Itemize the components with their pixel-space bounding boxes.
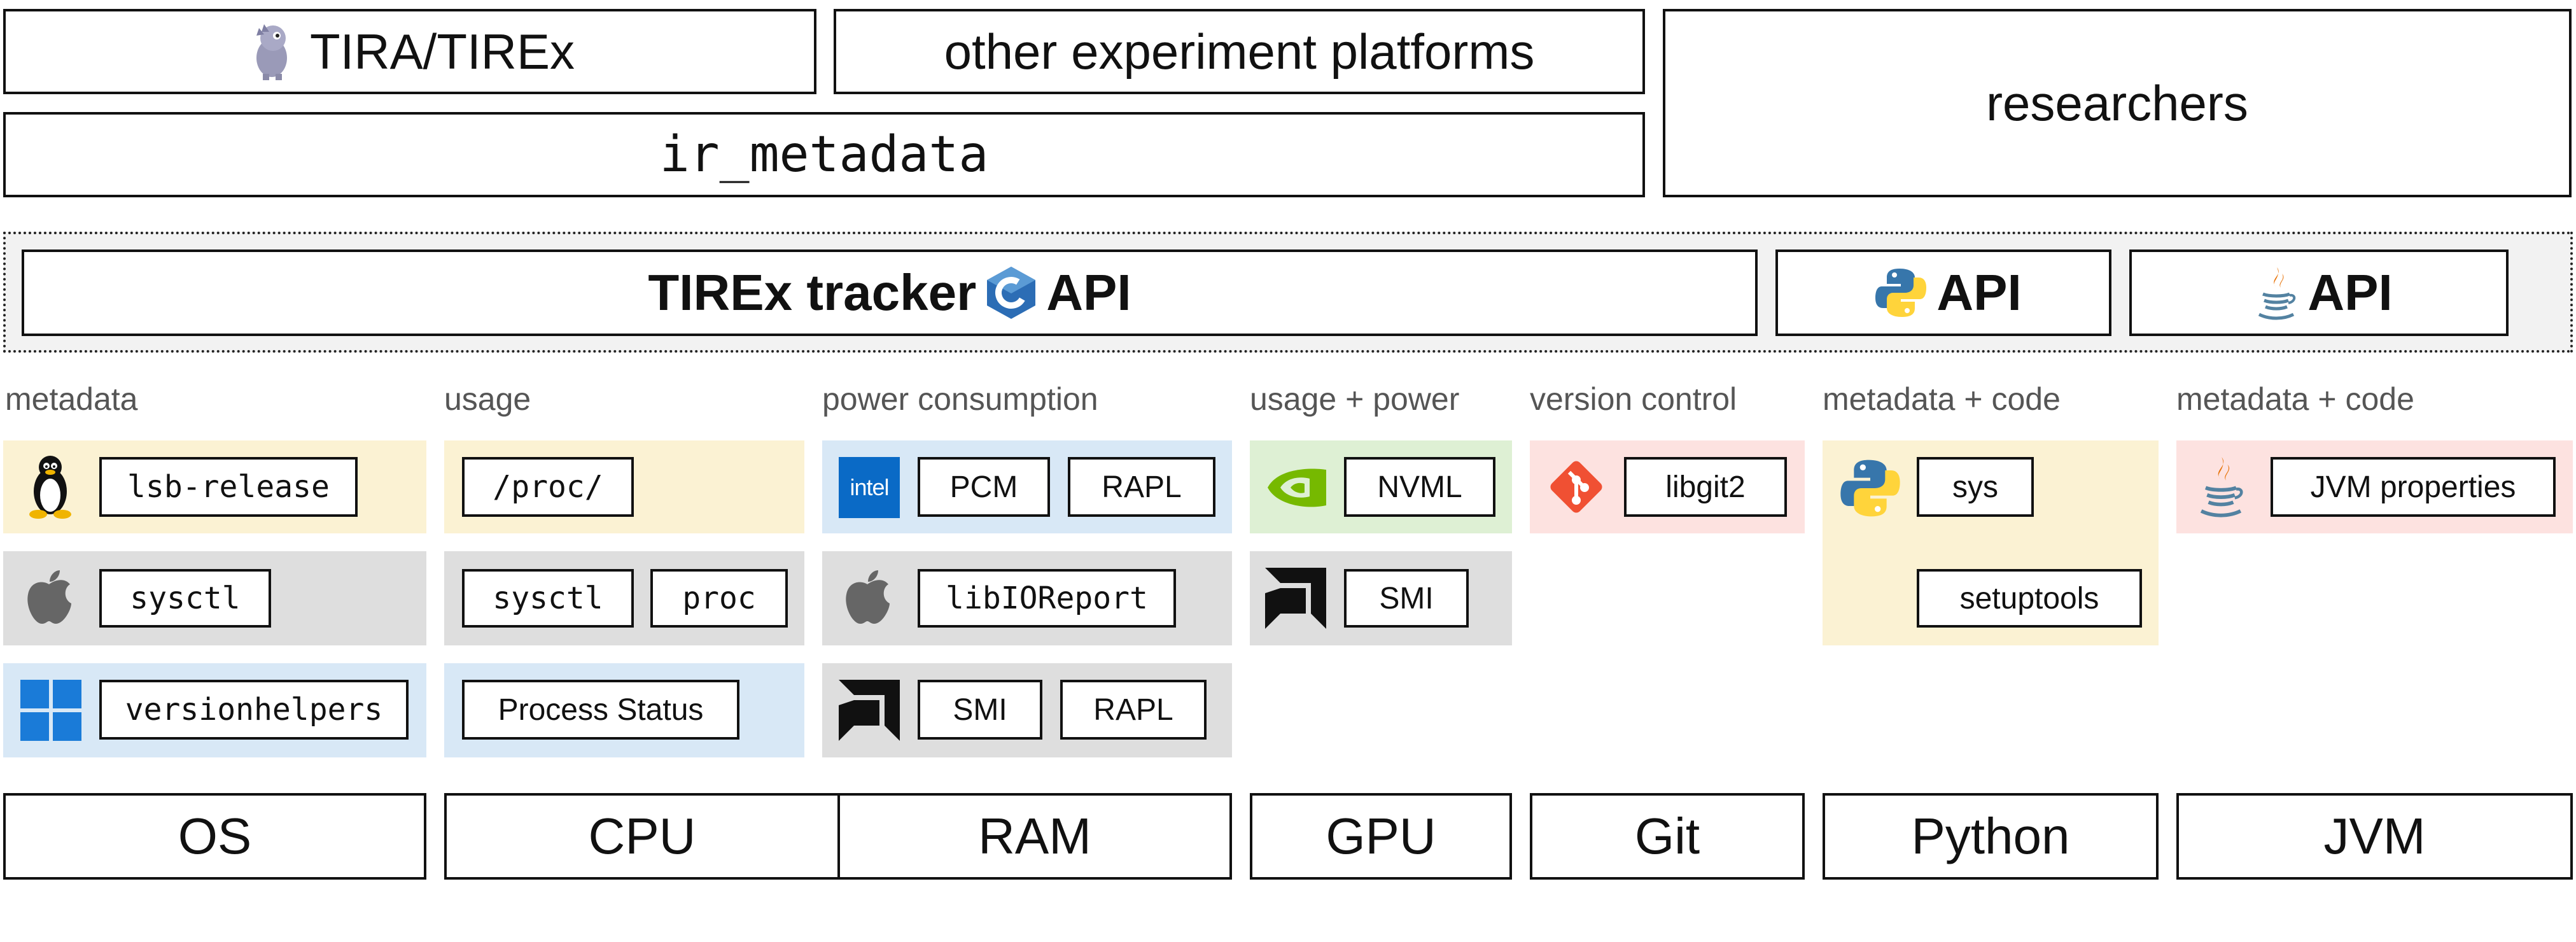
tira-label: TIRA/TIREx (309, 23, 575, 80)
tira-dino-icon (256, 24, 287, 80)
ir-metadata-label: ir_metadata (659, 126, 989, 183)
source-setuptools: setuptools (1917, 569, 2142, 628)
ir-metadata-box: ir_metadata (3, 112, 1645, 197)
source-proc-dir: /proc/ (462, 457, 634, 517)
amd-icon (1265, 568, 1326, 629)
python-api-box: API (1775, 250, 2111, 336)
java-api-box: API (2129, 250, 2509, 336)
source-proc: proc (650, 569, 788, 628)
resource-python: Python (1823, 793, 2159, 880)
c-api-label: API (1046, 264, 1131, 321)
c-language-icon (987, 267, 1036, 319)
tirex-tracker-label: TIREx tracker (648, 264, 977, 321)
resource-os: OS (3, 793, 426, 880)
source-sys: sys (1917, 457, 2034, 517)
resource-git: Git (1530, 793, 1805, 880)
source-smi-amd-gpu: SMI (1344, 569, 1469, 628)
tira-box: TIRA/TIREx (3, 9, 816, 94)
java-api-label: API (2307, 264, 2393, 321)
category-metadata-code-python: metadata + code (1823, 381, 2061, 417)
researchers-label: researchers (1986, 74, 2248, 131)
intel-logo-icon: intel (839, 457, 900, 518)
researchers-box: researchers (1663, 9, 2572, 197)
category-power-consumption: power consumption (822, 381, 1098, 417)
source-libioreport: libIOReport (918, 569, 1176, 628)
source-sysctl-os: sysctl (99, 569, 271, 628)
python-icon (1840, 460, 1900, 517)
source-pcm: PCM (918, 457, 1050, 517)
python-icon (1875, 269, 1927, 317)
intel-logo-text: intel (850, 474, 889, 500)
category-usage-power: usage + power (1250, 381, 1460, 417)
amd-icon (839, 680, 900, 741)
apple-icon (846, 570, 890, 624)
source-process-status: Process Status (462, 680, 739, 740)
java-icon (2200, 457, 2243, 517)
apple-icon (27, 570, 71, 624)
linux-tux-icon (29, 456, 71, 519)
git-icon (1550, 461, 1602, 513)
source-lsb-release: lsb-release (99, 457, 358, 517)
resource-gpu: GPU (1250, 793, 1512, 880)
resource-cpu: CPU (444, 793, 840, 880)
other-platforms-box: other experiment platforms (834, 9, 1645, 94)
source-rapl-intel: RAPL (1068, 457, 1215, 517)
source-rapl-amd: RAPL (1060, 680, 1207, 740)
category-metadata: metadata (5, 381, 138, 417)
nvidia-icon (1268, 468, 1326, 507)
category-version-control: version control (1530, 381, 1737, 417)
category-metadata-code-jvm: metadata + code (2176, 381, 2414, 417)
source-libgit2: libgit2 (1624, 457, 1787, 517)
category-usage: usage (444, 381, 531, 417)
resource-jvm: JVM (2176, 793, 2573, 880)
source-jvm-properties: JVM properties (2271, 457, 2556, 517)
windows-icon (20, 680, 81, 741)
tirex-tracker-c-api-box: TIREx tracker API (22, 250, 1758, 336)
source-smi-amd-cpu: SMI (918, 680, 1042, 740)
python-api-label: API (1936, 264, 2022, 321)
source-versionhelpers: versionhelpers (99, 680, 409, 740)
source-nvml: NVML (1344, 457, 1495, 517)
other-platforms-label: other experiment platforms (944, 23, 1535, 80)
resource-ram: RAM (837, 793, 1232, 880)
java-icon (2258, 267, 2296, 320)
source-sysctl-cpu: sysctl (462, 569, 634, 628)
